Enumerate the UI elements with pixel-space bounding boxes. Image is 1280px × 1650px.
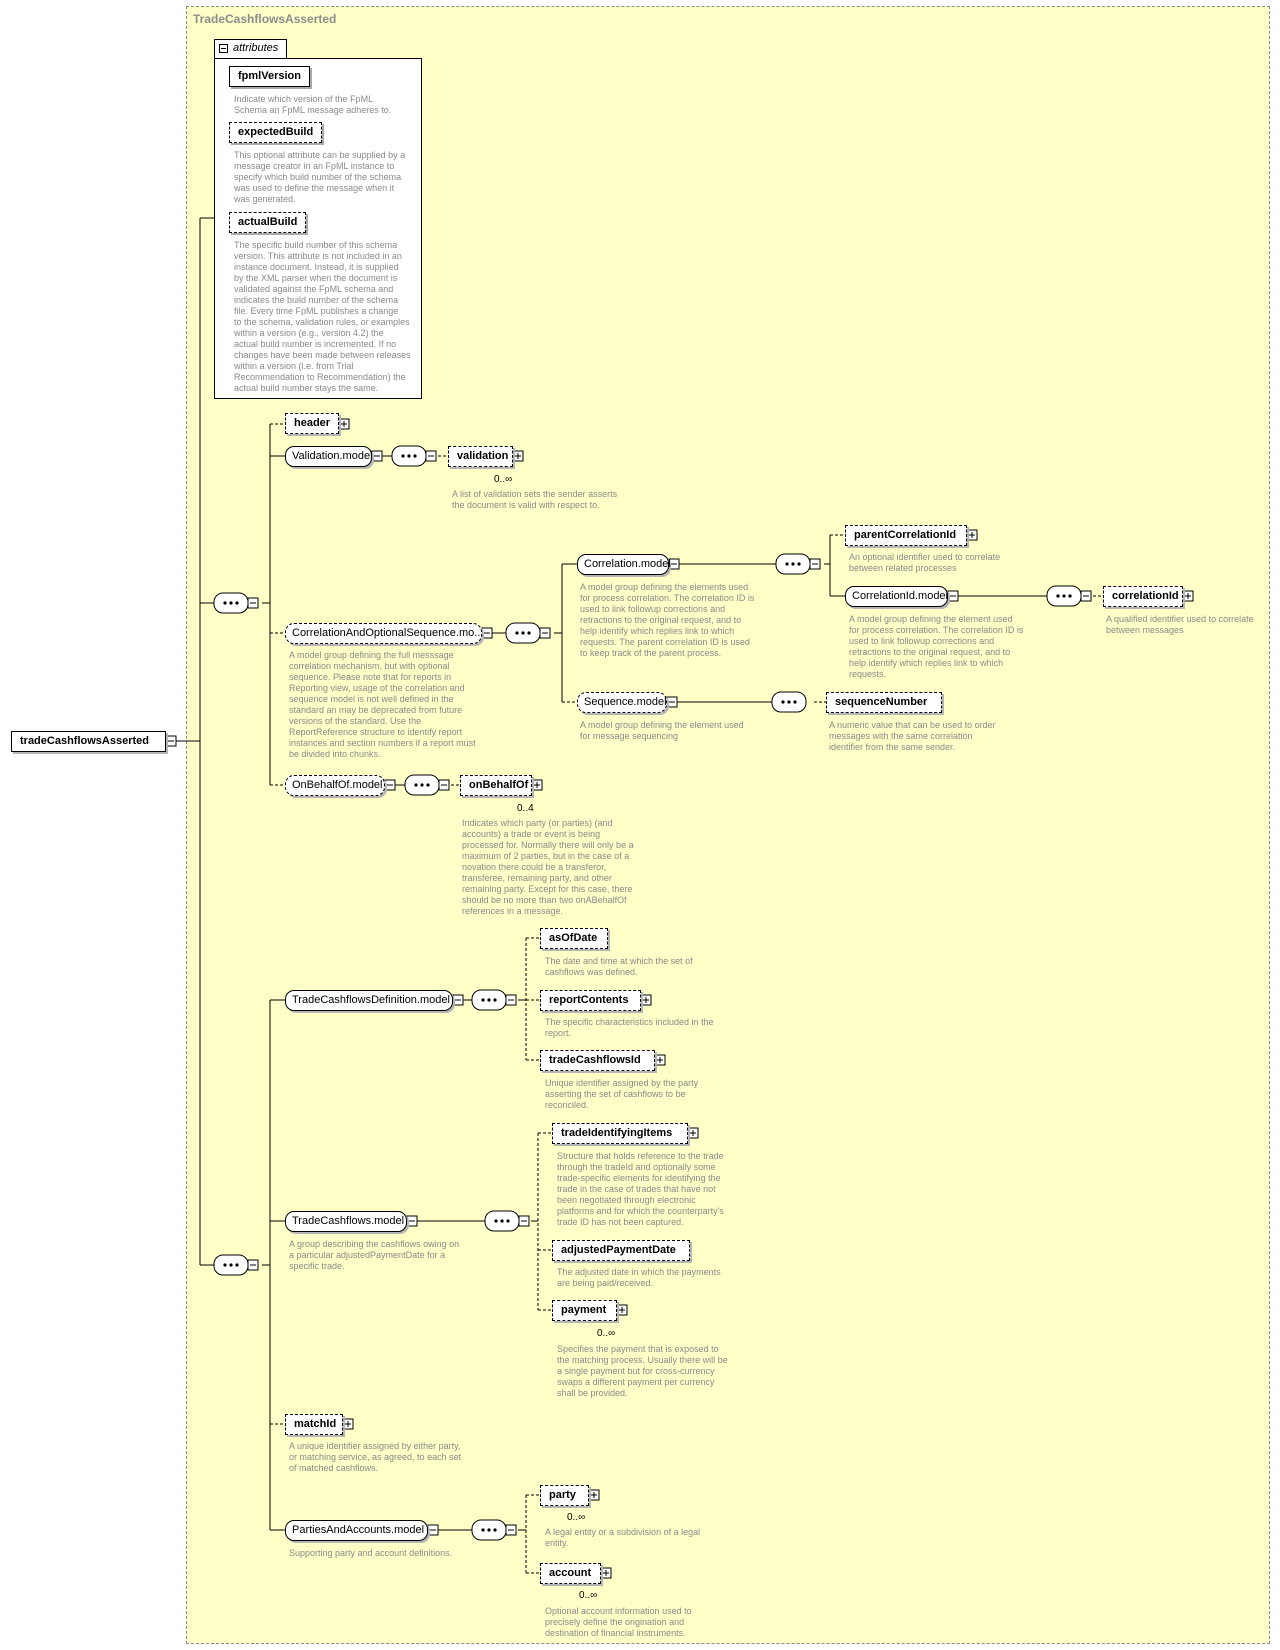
complex-type-title: TradeCashflowsAsserted	[193, 12, 337, 26]
element-doc: A qualified identifier used to correlate…	[1106, 614, 1254, 635]
element-doc: A unique identifier assigned by either p…	[289, 1441, 462, 1473]
group-doc: A model group defining the elements used…	[580, 582, 755, 658]
element-trade-identifying-items[interactable]: tradeIdentifyingItems	[552, 1123, 688, 1144]
cardinality: 0..∞	[579, 1590, 598, 1601]
element-doc: A numeric value that can be used to orde…	[829, 720, 996, 752]
attribute-expectedbuild[interactable]: expectedBuild	[229, 122, 323, 143]
element-doc: A legal entity or a subdivision of a leg…	[545, 1527, 701, 1548]
attribute-doc: The specific build number of this schema…	[234, 240, 411, 393]
element-doc: Structure that holds reference to the tr…	[557, 1151, 724, 1227]
element-on-behalf-of[interactable]: onBehalfOf	[460, 775, 532, 796]
group-trade-cashflows-definition-model[interactable]: TradeCashflowsDefinition.model	[285, 990, 453, 1011]
element-adjusted-payment-date[interactable]: adjustedPaymentDate	[552, 1240, 690, 1261]
element-report-contents[interactable]: reportContents	[540, 990, 641, 1011]
element-as-of-date[interactable]: asOfDate	[540, 928, 608, 949]
element-header[interactable]: header	[285, 413, 339, 434]
group-trade-cashflows-model[interactable]: TradeCashflows.model	[285, 1211, 407, 1232]
cardinality: 0..∞	[597, 1328, 616, 1339]
group-parties-and-accounts-model[interactable]: PartiesAndAccounts.model	[285, 1520, 428, 1541]
attribute-doc: This optional attribute can be supplied …	[234, 150, 406, 204]
element-doc: An optional identifier used to correlate…	[849, 552, 1001, 573]
element-doc: The adjusted date in which the payments …	[557, 1267, 721, 1288]
group-doc: A model group defining the element used …	[580, 720, 744, 741]
element-doc: The date and time at which the set of ca…	[545, 956, 693, 977]
cardinality: 0..∞	[494, 474, 513, 485]
cardinality: 0..∞	[567, 1512, 586, 1523]
attribute-fpmlversion[interactable]: fpmlVersion	[229, 66, 310, 87]
attribute-doc: Indicate which version of the FpML Schem…	[234, 94, 392, 115]
element-sequence-number[interactable]: sequenceNumber	[826, 692, 942, 713]
group-correlation-and-optional-sequence[interactable]: CorrelationAndOptionalSequence.mo...	[285, 623, 483, 644]
attributes-tab[interactable]: attributes	[214, 39, 287, 58]
element-doc: Optional account information used to pre…	[545, 1606, 692, 1638]
element-match-id[interactable]: matchId	[285, 1414, 343, 1435]
element-doc: A list of validation sets the sender ass…	[452, 489, 618, 510]
group-correlation-model[interactable]: Correlation.model	[577, 554, 671, 575]
root-element[interactable]: tradeCashflowsAsserted	[11, 731, 166, 752]
element-doc: Specifies the payment that is exposed to…	[557, 1344, 728, 1398]
group-validation-model[interactable]: Validation.model	[285, 446, 373, 467]
element-trade-cashflows-id[interactable]: tradeCashflowsId	[540, 1050, 655, 1071]
element-party[interactable]: party	[540, 1485, 589, 1506]
element-validation[interactable]: validation	[448, 446, 513, 467]
element-account[interactable]: account	[540, 1563, 601, 1584]
attribute-actualbuild[interactable]: actualBuild	[229, 212, 307, 233]
group-doc: A model group defining the full messsage…	[289, 650, 476, 759]
element-doc: The specific characteristics included in…	[545, 1017, 714, 1038]
group-sequence-model[interactable]: Sequence.model	[577, 692, 667, 713]
group-doc: A model group defining the element used …	[849, 614, 1024, 679]
group-doc: A group describing the cashflows owing o…	[289, 1239, 460, 1271]
element-doc: Unique identifier assigned by the party …	[545, 1078, 699, 1110]
group-correlation-id-model[interactable]: CorrelationId.model	[845, 586, 948, 607]
element-correlation-id[interactable]: correlationId	[1103, 586, 1183, 607]
cardinality: 0..4	[517, 803, 534, 814]
group-doc: Supporting party and account definitions…	[289, 1548, 453, 1558]
collapse-icon[interactable]	[219, 44, 228, 53]
attributes-tab-label: attributes	[233, 42, 279, 54]
element-payment[interactable]: payment	[552, 1300, 617, 1321]
element-doc: Indicates which party (or parties) (and …	[462, 818, 634, 916]
group-on-behalf-of-model[interactable]: OnBehalfOf.model	[285, 775, 385, 796]
element-parent-correlation-id[interactable]: parentCorrelationId	[845, 525, 967, 546]
